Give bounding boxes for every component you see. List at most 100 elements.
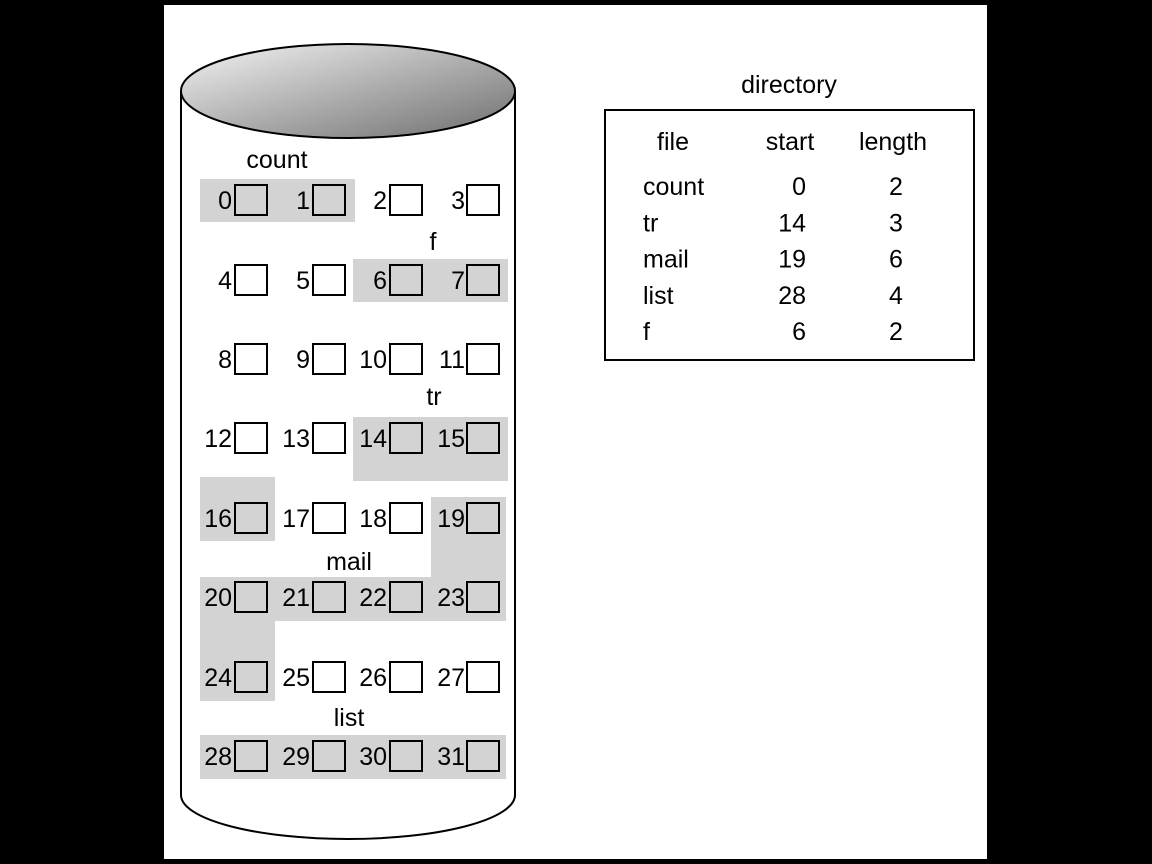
disk-block: 4 <box>218 264 268 296</box>
block-number: 31 <box>437 743 465 771</box>
directory-row: f 6 2 <box>643 318 903 346</box>
block-box <box>466 581 500 613</box>
file-label-list: list <box>334 704 365 732</box>
block-number: 20 <box>204 584 232 612</box>
block-box <box>234 264 268 296</box>
block-number: 10 <box>359 346 387 374</box>
block-number: 14 <box>359 425 387 453</box>
disk-block: 23 <box>437 581 500 613</box>
block-number: 16 <box>204 505 232 533</box>
disk-block: 0 <box>218 184 268 216</box>
block-number: 3 <box>451 187 465 215</box>
block-number: 30 <box>359 743 387 771</box>
block-number: 17 <box>282 505 310 533</box>
disk-block: 25 <box>282 661 346 693</box>
directory-header: length <box>859 128 927 156</box>
block-box <box>234 661 268 693</box>
block-number: 23 <box>437 584 465 612</box>
disk-block: 1 <box>296 184 346 216</box>
block-box <box>389 343 423 375</box>
disk-block: 16 <box>204 502 268 534</box>
directory-file-cell: count <box>643 173 704 201</box>
block-box <box>312 264 346 296</box>
disk-block: 13 <box>282 422 346 454</box>
block-box <box>312 740 346 772</box>
disk-block: 3 <box>451 184 500 216</box>
directory-length-cell: 2 <box>889 173 903 201</box>
block-box <box>234 343 268 375</box>
file-label-count: count <box>246 146 307 174</box>
block-box <box>389 581 423 613</box>
directory-start-cell: 28 <box>778 282 806 310</box>
block-box <box>466 264 500 296</box>
block-box <box>389 184 423 216</box>
block-number: 24 <box>204 664 232 692</box>
directory-file-cell: tr <box>643 209 658 237</box>
disk-block: 8 <box>218 343 268 375</box>
disk-block: 5 <box>296 264 346 296</box>
file-label-f: f <box>430 228 437 256</box>
directory-length-cell: 2 <box>889 318 903 346</box>
block-box <box>389 740 423 772</box>
disk-block: 6 <box>373 264 423 296</box>
block-box <box>466 502 500 534</box>
block-number: 5 <box>296 267 310 295</box>
disk-block: 14 <box>359 422 423 454</box>
block-number: 11 <box>439 346 465 374</box>
disk-block: 22 <box>359 581 423 613</box>
file-label-mail: mail <box>326 548 372 576</box>
block-box <box>312 502 346 534</box>
block-number: 27 <box>437 664 465 692</box>
block-box <box>234 422 268 454</box>
block-number: 1 <box>296 187 310 215</box>
disk-block: 27 <box>437 661 500 693</box>
directory-table-frame <box>604 109 975 361</box>
block-box <box>312 343 346 375</box>
block-number: 25 <box>282 664 310 692</box>
disk-block: 30 <box>359 740 423 772</box>
disk-block: 20 <box>204 581 268 613</box>
directory-file-cell: mail <box>643 246 689 274</box>
disk-block: 7 <box>451 264 500 296</box>
disk-block: 10 <box>359 343 423 375</box>
block-box <box>312 581 346 613</box>
block-number: 29 <box>282 743 310 771</box>
directory-title: directory <box>741 71 837 99</box>
directory-file-cell: f <box>643 318 650 346</box>
directory-file-cell: list <box>643 282 674 310</box>
block-number: 8 <box>218 346 232 374</box>
disk-block: 9 <box>296 343 346 375</box>
disk-block: 18 <box>359 502 423 534</box>
file-label-tr: tr <box>426 383 441 411</box>
block-number: 6 <box>373 267 387 295</box>
block-box <box>466 184 500 216</box>
block-number: 26 <box>359 664 387 692</box>
disk-block: 19 <box>437 502 500 534</box>
block-number: 15 <box>437 425 465 453</box>
block-box <box>234 184 268 216</box>
disk-file-labels: count f tr mail list <box>246 146 441 732</box>
block-number: 0 <box>218 187 232 215</box>
block-box <box>312 661 346 693</box>
block-number: 9 <box>296 346 310 374</box>
directory-start-cell: 0 <box>792 173 806 201</box>
disk-top <box>180 43 516 139</box>
block-box <box>466 740 500 772</box>
block-box <box>234 502 268 534</box>
directory-start-cell: 6 <box>792 318 806 346</box>
disk-block: 29 <box>282 740 346 772</box>
directory-start-cell: 19 <box>778 246 806 274</box>
block-number: 13 <box>282 425 310 453</box>
block-box <box>389 661 423 693</box>
disk-block: 11 <box>439 343 500 375</box>
block-box <box>234 740 268 772</box>
block-box <box>466 661 500 693</box>
block-number: 28 <box>204 743 232 771</box>
block-number: 2 <box>373 187 387 215</box>
